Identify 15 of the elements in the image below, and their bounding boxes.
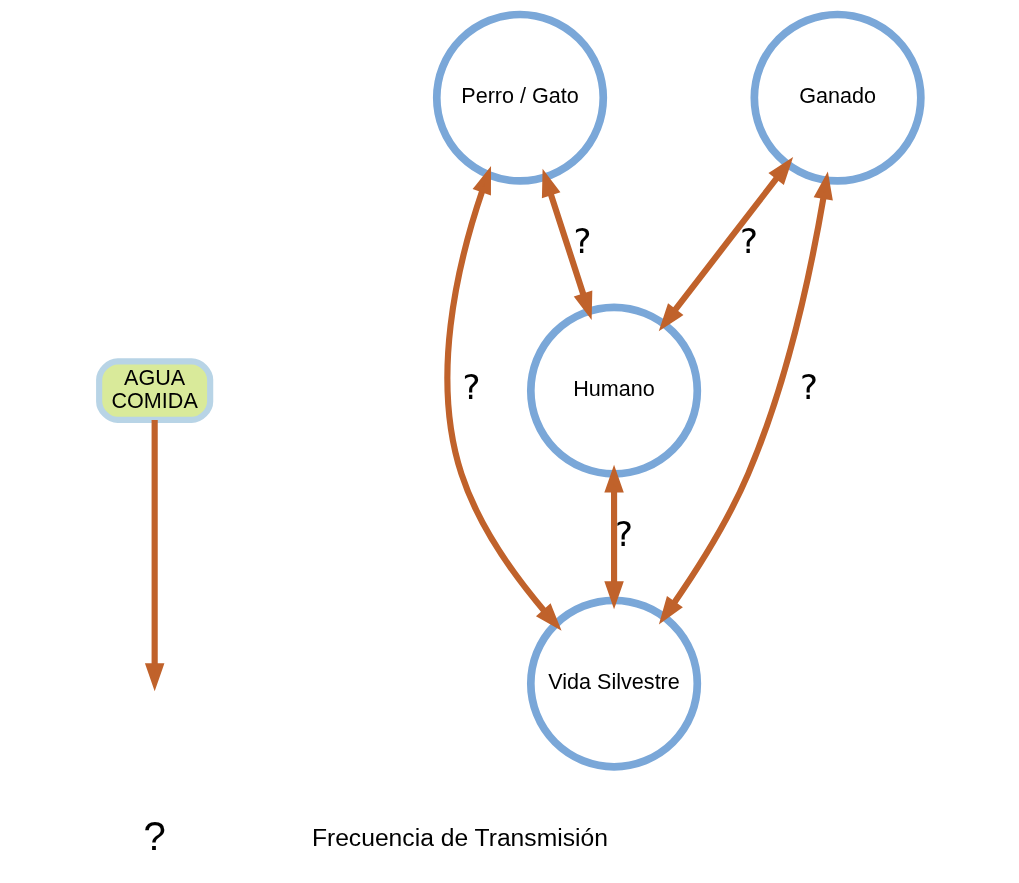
arrow [541,168,592,320]
label: Frecuencia de Transmisión [311,823,608,851]
label: ? [143,813,166,858]
node-box: AGUA COMIDA [95,358,213,423]
edge-label: ? [614,514,633,554]
edge-label: ? [739,221,758,261]
arrow [144,419,164,692]
arrow [603,464,624,610]
arrow [443,166,562,631]
edge-label: ? [461,368,480,408]
node-circle: Perro / Gato [432,10,607,185]
edge-label: ? [799,368,818,408]
edge-label: ? [572,221,591,261]
arrow [658,171,833,625]
arrow [658,156,793,332]
